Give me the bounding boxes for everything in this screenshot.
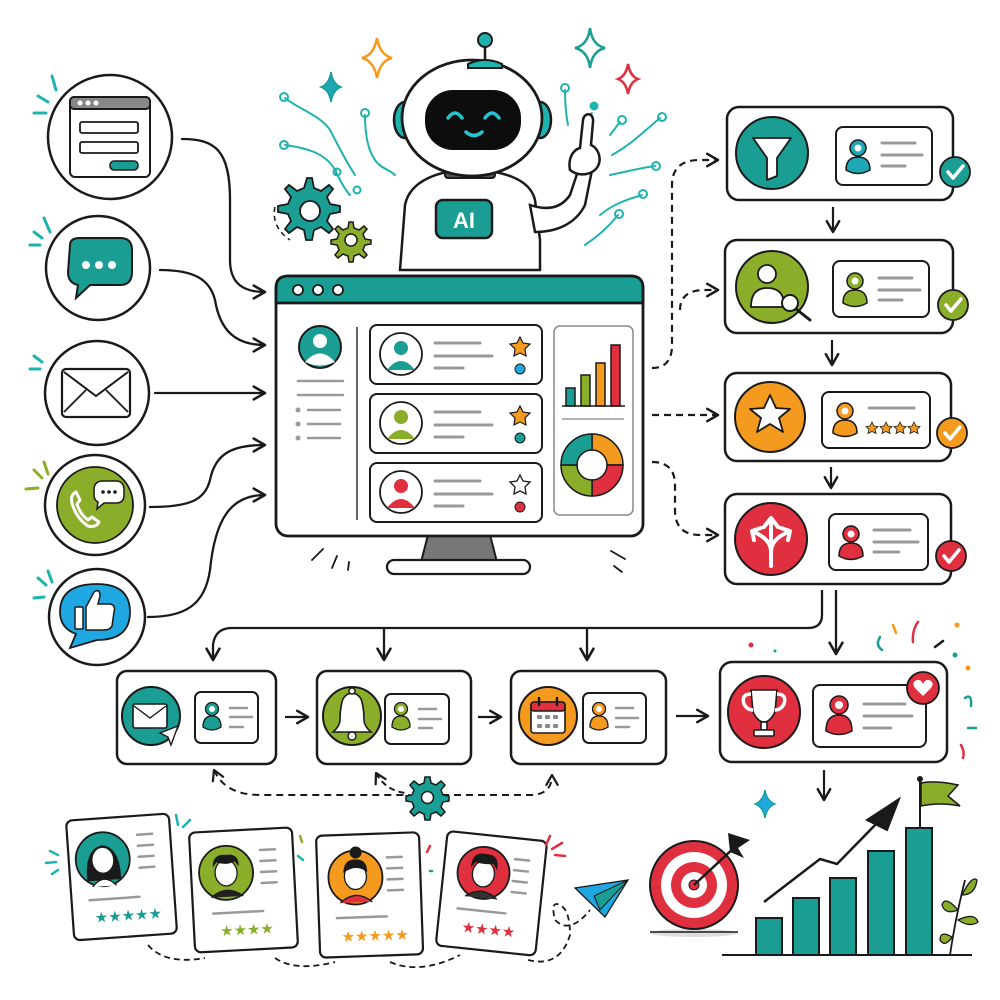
pipeline-step-research[interactable]: [723, 238, 969, 335]
customer-card-4[interactable]: ★★★★: [435, 830, 548, 957]
crm-dashboard[interactable]: [274, 274, 645, 576]
thumbs-up-icon: [59, 583, 131, 650]
envelope-send-icon: [132, 703, 180, 748]
web-form-icon: [69, 96, 151, 178]
rating-stars: ★★★★: [220, 920, 275, 940]
customer-cards: ★★★★★ ★★★★ ★★★★★: [44, 812, 630, 968]
rating-stars: [865, 421, 921, 435]
nurture-step-win[interactable]: [718, 620, 978, 764]
social-media-source[interactable]: [32, 567, 147, 667]
envelope-icon: [60, 367, 132, 419]
qualification-pipeline: [723, 105, 971, 586]
paper-plane-icon: [573, 879, 630, 919]
trophy-icon: [741, 689, 787, 737]
customer-card-1[interactable]: ★★★★★: [65, 812, 178, 942]
rating-stars: ★★★★★: [94, 905, 162, 927]
star-icon: [749, 394, 791, 433]
check-badge-icon: [936, 417, 968, 449]
person-search-icon: [750, 264, 812, 322]
growth-bar-chart: [722, 796, 972, 956]
results-section: [649, 770, 979, 956]
customer-card-2[interactable]: ★★★★: [188, 826, 299, 954]
ai-badge: AI: [434, 198, 494, 240]
bell-icon: [330, 687, 374, 741]
gear-icon-small: [330, 221, 372, 263]
lead-sources: [24, 73, 174, 667]
chat-bubble-icon: [66, 237, 133, 301]
nurture-step-email[interactable]: [115, 669, 278, 766]
pipeline-step-score[interactable]: [723, 371, 968, 463]
gear-icon[interactable]: [405, 776, 450, 821]
star-icon-filled: [508, 335, 532, 358]
star-icon-empty: [508, 473, 532, 496]
flag-icon: [917, 776, 961, 828]
lead-row-2[interactable]: [369, 393, 543, 454]
phone-chat-icon: [56, 466, 134, 544]
check-badge-icon: [935, 540, 967, 572]
sprout-icon: [939, 878, 979, 956]
source-connectors: [146, 137, 267, 619]
calendar-icon: [530, 696, 566, 734]
dashboard-to-pipeline-connectors: [651, 152, 720, 543]
analytics-panel: [553, 325, 634, 516]
funnel-icon: [752, 137, 792, 181]
lead-row-3[interactable]: [369, 462, 543, 523]
web-form-source[interactable]: [32, 73, 174, 201]
rating-stars: ★★★★: [461, 919, 516, 942]
live-chat-source[interactable]: [28, 214, 152, 322]
pipeline-step-filter[interactable]: [725, 105, 971, 202]
nurture-sequence: [115, 620, 978, 766]
nurture-step-notification[interactable]: [315, 669, 473, 766]
check-badge-icon: [939, 156, 971, 188]
donut-chart-icon: [560, 433, 624, 497]
ai-badge-label: AI: [453, 208, 475, 233]
star-icon-filled: [508, 404, 532, 427]
email-source[interactable]: [28, 339, 151, 447]
customer-card-3[interactable]: ★★★★★: [315, 831, 425, 959]
phone-call-source[interactable]: [24, 453, 147, 557]
distribution-connectors: [205, 590, 844, 662]
gear-icon-large: [277, 177, 341, 241]
lead-row-1[interactable]: [369, 324, 543, 385]
check-badge-icon: [937, 289, 969, 321]
robot-icon: AI: [273, 27, 667, 272]
bar-chart-icon: [562, 344, 625, 407]
split-arrows-icon: [750, 516, 792, 568]
dashboard-sidebar: [295, 325, 358, 520]
rating-stars: ★★★★★: [341, 927, 409, 946]
automation-loop: [211, 768, 559, 821]
target-arrow-icon: [649, 833, 750, 937]
nurture-step-schedule[interactable]: [509, 669, 668, 766]
pipeline-step-route[interactable]: [723, 492, 967, 586]
